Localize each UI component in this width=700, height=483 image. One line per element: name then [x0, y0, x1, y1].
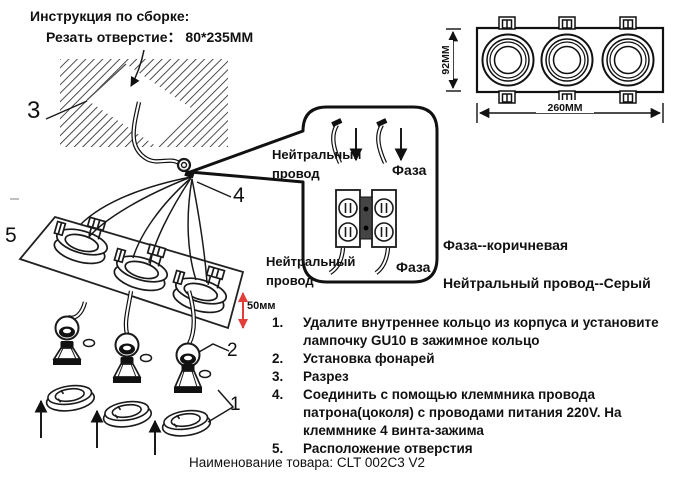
lamp-column-1 — [34, 301, 96, 438]
small-ring-2 — [139, 353, 153, 363]
label-3: 3 — [27, 97, 41, 124]
step-number: 3. — [272, 369, 284, 384]
wire-bundle — [79, 157, 232, 284]
neutral-wire-label-top: Нейтральный провод — [272, 147, 362, 181]
wire-legend-neutral: Нейтральный провод--Серый — [443, 275, 651, 291]
step-number: 2. — [272, 351, 284, 366]
height-dimension: 92MM — [440, 28, 461, 92]
plate-ring-1 — [53, 216, 109, 265]
label-1: 1 — [230, 394, 241, 415]
bulb-gu10-1 — [52, 341, 82, 365]
wire-color-legend: Фаза--коричневая Нейтральный провод--Сер… — [443, 217, 651, 312]
step-number: 5. — [272, 441, 284, 456]
height-dimension-label: 92MM — [440, 45, 452, 74]
terminal-screws — [338, 198, 394, 242]
lamp-column-3 — [148, 290, 212, 455]
label-2: 2 — [227, 340, 238, 361]
width-dimension-label: 260MM — [547, 102, 582, 114]
step-item-2: 2. Установка фонарей — [272, 350, 696, 368]
small-ring-1 — [82, 338, 96, 348]
step-item-4: 4. Соединить с помощью клеммника провода… — [272, 386, 696, 440]
step-text: Удалите внутреннее кольцо из корпуса и у… — [303, 315, 659, 348]
product-name: Наименование товара: CLT 002C3 V2 — [189, 455, 425, 470]
plate-rings — [53, 216, 228, 314]
label-4: 4 — [233, 184, 245, 207]
cut-hole-size: Резать отверстие： 80*235MM — [46, 29, 254, 45]
step-item-5: 5. Расположение отверстия — [272, 440, 696, 458]
top-view-drawing: 92MM 260MM — [440, 16, 665, 123]
insert-arrow — [130, 49, 145, 87]
step-text: Расположение отверстия — [303, 441, 473, 456]
wire-legend-phase: Фаза--коричневая — [443, 237, 569, 253]
phase-wire-label-top: Фаза — [392, 162, 427, 178]
step-text: Разрез — [303, 369, 349, 384]
leader-2 — [198, 343, 230, 353]
step-number: 1. — [272, 315, 284, 330]
leader-1 — [207, 389, 235, 423]
bulb-gu10-2 — [112, 357, 142, 383]
trim-circles — [481, 33, 655, 87]
ceiling-cutout-drawing — [45, 49, 228, 165]
trim-ring-1 — [45, 384, 96, 412]
lamp-columns — [34, 290, 212, 455]
label-5: 5 — [5, 224, 17, 247]
bulb-gu10-3 — [173, 364, 203, 393]
leader-3 — [45, 100, 88, 120]
step-item-3: 3. Разрез — [272, 368, 696, 386]
lamp-column-2 — [90, 290, 153, 448]
step-text: Установка фонарей — [303, 351, 435, 366]
width-dimension: 260MM — [476, 100, 664, 123]
step-text: Соединить с помощью клеммника провода па… — [303, 387, 622, 438]
dim-50mm-label: 50мм — [247, 300, 276, 312]
phase-wire-label-bottom: Фаза — [396, 259, 431, 275]
plate-ring-3 — [172, 265, 228, 314]
assembly-steps-list: 1. Удалите внутреннее кольцо из корпуса … — [272, 314, 696, 458]
leader-4 — [196, 181, 232, 198]
trim-ring-2 — [102, 400, 153, 428]
terminal-callout-content — [328, 118, 408, 275]
wire-knot — [176, 157, 195, 179]
step-number: 4. — [272, 387, 284, 402]
trim-ring-3 — [161, 409, 212, 437]
neutral-wire-label-bottom: Нейтральный провод — [266, 254, 356, 288]
page-title: Инструкция по сборке: — [30, 8, 190, 24]
small-ring-3 — [198, 369, 212, 379]
step-item-1: 1. Удалите внутреннее кольцо из корпуса … — [272, 314, 696, 350]
terminal-block — [335, 189, 397, 248]
